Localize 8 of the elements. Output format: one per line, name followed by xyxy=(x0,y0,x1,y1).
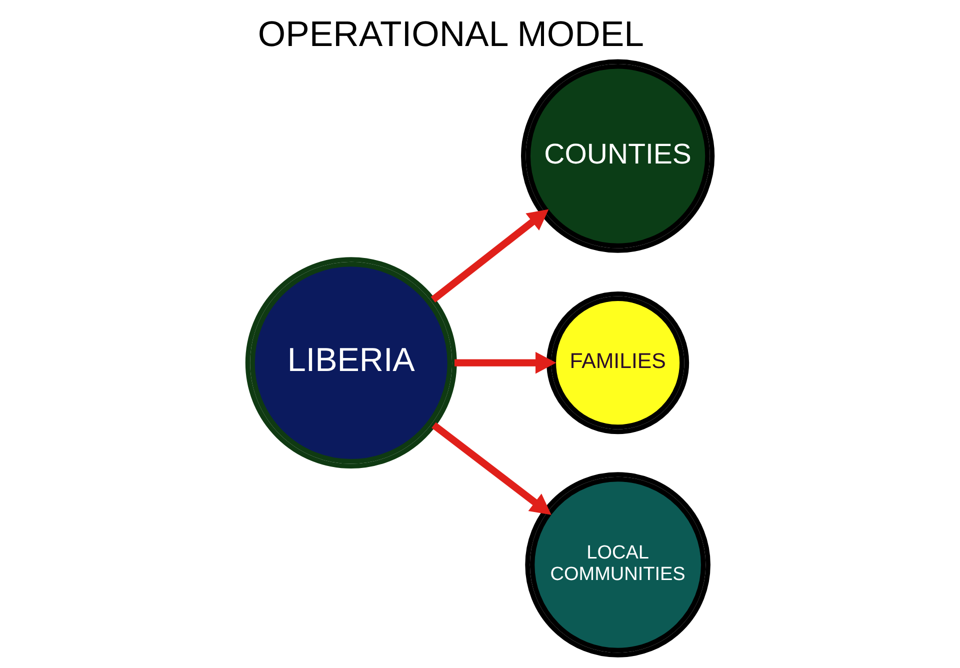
node-circle: COUNTIES xyxy=(520,59,715,253)
node-circle: FAMILIES xyxy=(546,292,690,434)
diagram-title: OPERATIONAL MODEL xyxy=(258,14,644,54)
arrow xyxy=(430,209,549,302)
node-circle: LIBERIA xyxy=(245,257,457,469)
arrow xyxy=(454,352,556,374)
arrow xyxy=(432,422,552,515)
node-circle: LOCAL COMMUNITIES xyxy=(525,472,710,658)
